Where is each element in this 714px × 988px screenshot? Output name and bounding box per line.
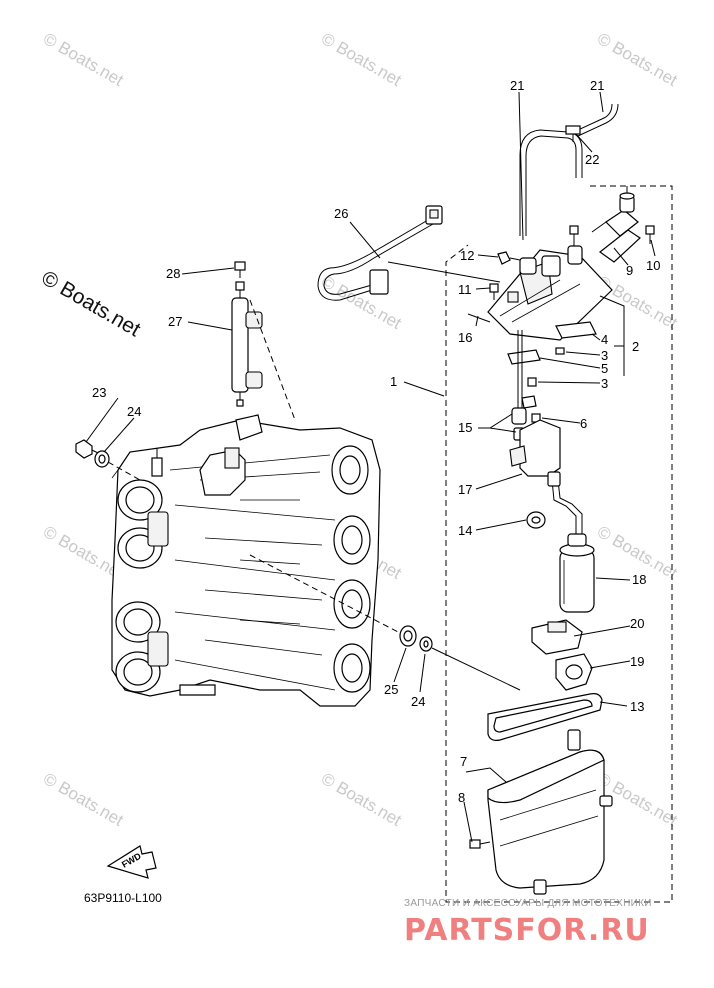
watermark: © Boats.net: [318, 272, 405, 333]
bolt-10: [645, 225, 655, 244]
callout-1: 1: [390, 374, 397, 389]
callout-15: 15: [458, 420, 472, 435]
callout-17: 17: [458, 482, 472, 497]
screw-3b: [527, 377, 537, 387]
callout-21: 21: [590, 78, 604, 93]
fwd-arrow-icon: FWD: [106, 845, 157, 879]
callout-4: 4: [601, 332, 608, 347]
watermark: © Boats.net: [594, 29, 681, 90]
joint-22: [565, 125, 581, 142]
plate-5: [507, 349, 541, 365]
callout-22: 22: [585, 152, 599, 167]
callout-11: 11: [458, 282, 472, 297]
watermark: © Boats.net: [318, 769, 405, 830]
callout-27: 27: [168, 314, 182, 329]
callout-28: 28: [166, 266, 180, 281]
harness-26: [317, 205, 501, 301]
callout-18: 18: [632, 572, 646, 587]
callout-24: 24: [411, 694, 425, 709]
callout-13: 13: [630, 699, 644, 714]
leader-dash-27: [249, 299, 296, 421]
watermark: © Boats.net: [40, 769, 127, 830]
regulator-9: [591, 186, 639, 237]
screw-28: [234, 261, 246, 278]
washer-24: [94, 450, 110, 468]
fuel-rail-27: [231, 281, 263, 407]
callout-6: 6: [580, 416, 587, 431]
callout-9: 9: [626, 263, 633, 278]
screw-3a: [555, 347, 565, 355]
brand-name: PARTSFOR.RU: [404, 913, 650, 948]
callout-24: 24: [127, 404, 141, 419]
grommet-14: [526, 511, 546, 529]
screw-12: [497, 251, 521, 265]
callout-3: 3: [601, 376, 608, 391]
intake-manifold: [111, 414, 381, 707]
gasket-13: [487, 693, 603, 741]
washer-24b: [419, 636, 433, 652]
brand-tagline: ЗАПЧАСТИ И АКСЕССУАРЫ ДЛЯ МОТОТЕХНИКИ: [404, 898, 652, 909]
float-chamber-7: [487, 729, 613, 895]
watermark: © Boats.net: [40, 29, 127, 90]
brand-logo: ЗАПЧАСТИ И АКСЕССУАРЫ ДЛЯ МОТОТЕХНИКИ PA…: [404, 898, 652, 948]
callout-5: 5: [601, 361, 608, 376]
diagram-code: 63P9110-L100: [84, 891, 162, 905]
callout-25: 25: [384, 682, 398, 697]
callout-21: 21: [510, 78, 524, 93]
leader-lines: [85, 91, 656, 843]
callout-14: 14: [458, 523, 472, 538]
leader-line-25: [431, 647, 521, 691]
callout-23: 23: [92, 385, 106, 400]
filter-15: [511, 330, 527, 441]
leader-dash-25: [249, 554, 399, 633]
pin-16: [467, 313, 491, 323]
callout-26: 26: [334, 206, 348, 221]
drain-screw-8: [469, 839, 491, 849]
assembly-boundary: [445, 185, 673, 903]
holder-19: [555, 653, 593, 691]
watermark: © Boats.net: [318, 29, 405, 90]
callout-8: 8: [458, 790, 465, 805]
plate-4: [555, 321, 597, 339]
hose-21: [519, 103, 619, 236]
grommet-25: [399, 625, 417, 647]
damper-20: [531, 619, 583, 655]
callout-19: 19: [630, 654, 644, 669]
callout-labels: 21 21 22 26 12 9 10 28 11 27 16 4 2 3 5 …: [92, 78, 660, 805]
leader-dash-23: [107, 461, 141, 481]
callout-12: 12: [460, 248, 474, 263]
watermark: © Boats.net: [594, 272, 681, 333]
clip-6: [521, 395, 541, 423]
screw-11: [489, 283, 499, 300]
pump-assembly: [487, 225, 641, 341]
watermark-large: © Boats.net: [38, 266, 145, 341]
callout-2: 2: [632, 339, 639, 354]
callout-3: 3: [601, 348, 608, 363]
fuel-pump-18: [547, 471, 595, 613]
callout-10: 10: [646, 258, 660, 273]
callout-16: 16: [458, 330, 472, 345]
cover-17: [509, 419, 561, 477]
callout-20: 20: [630, 616, 644, 631]
callout-7: 7: [460, 754, 467, 769]
